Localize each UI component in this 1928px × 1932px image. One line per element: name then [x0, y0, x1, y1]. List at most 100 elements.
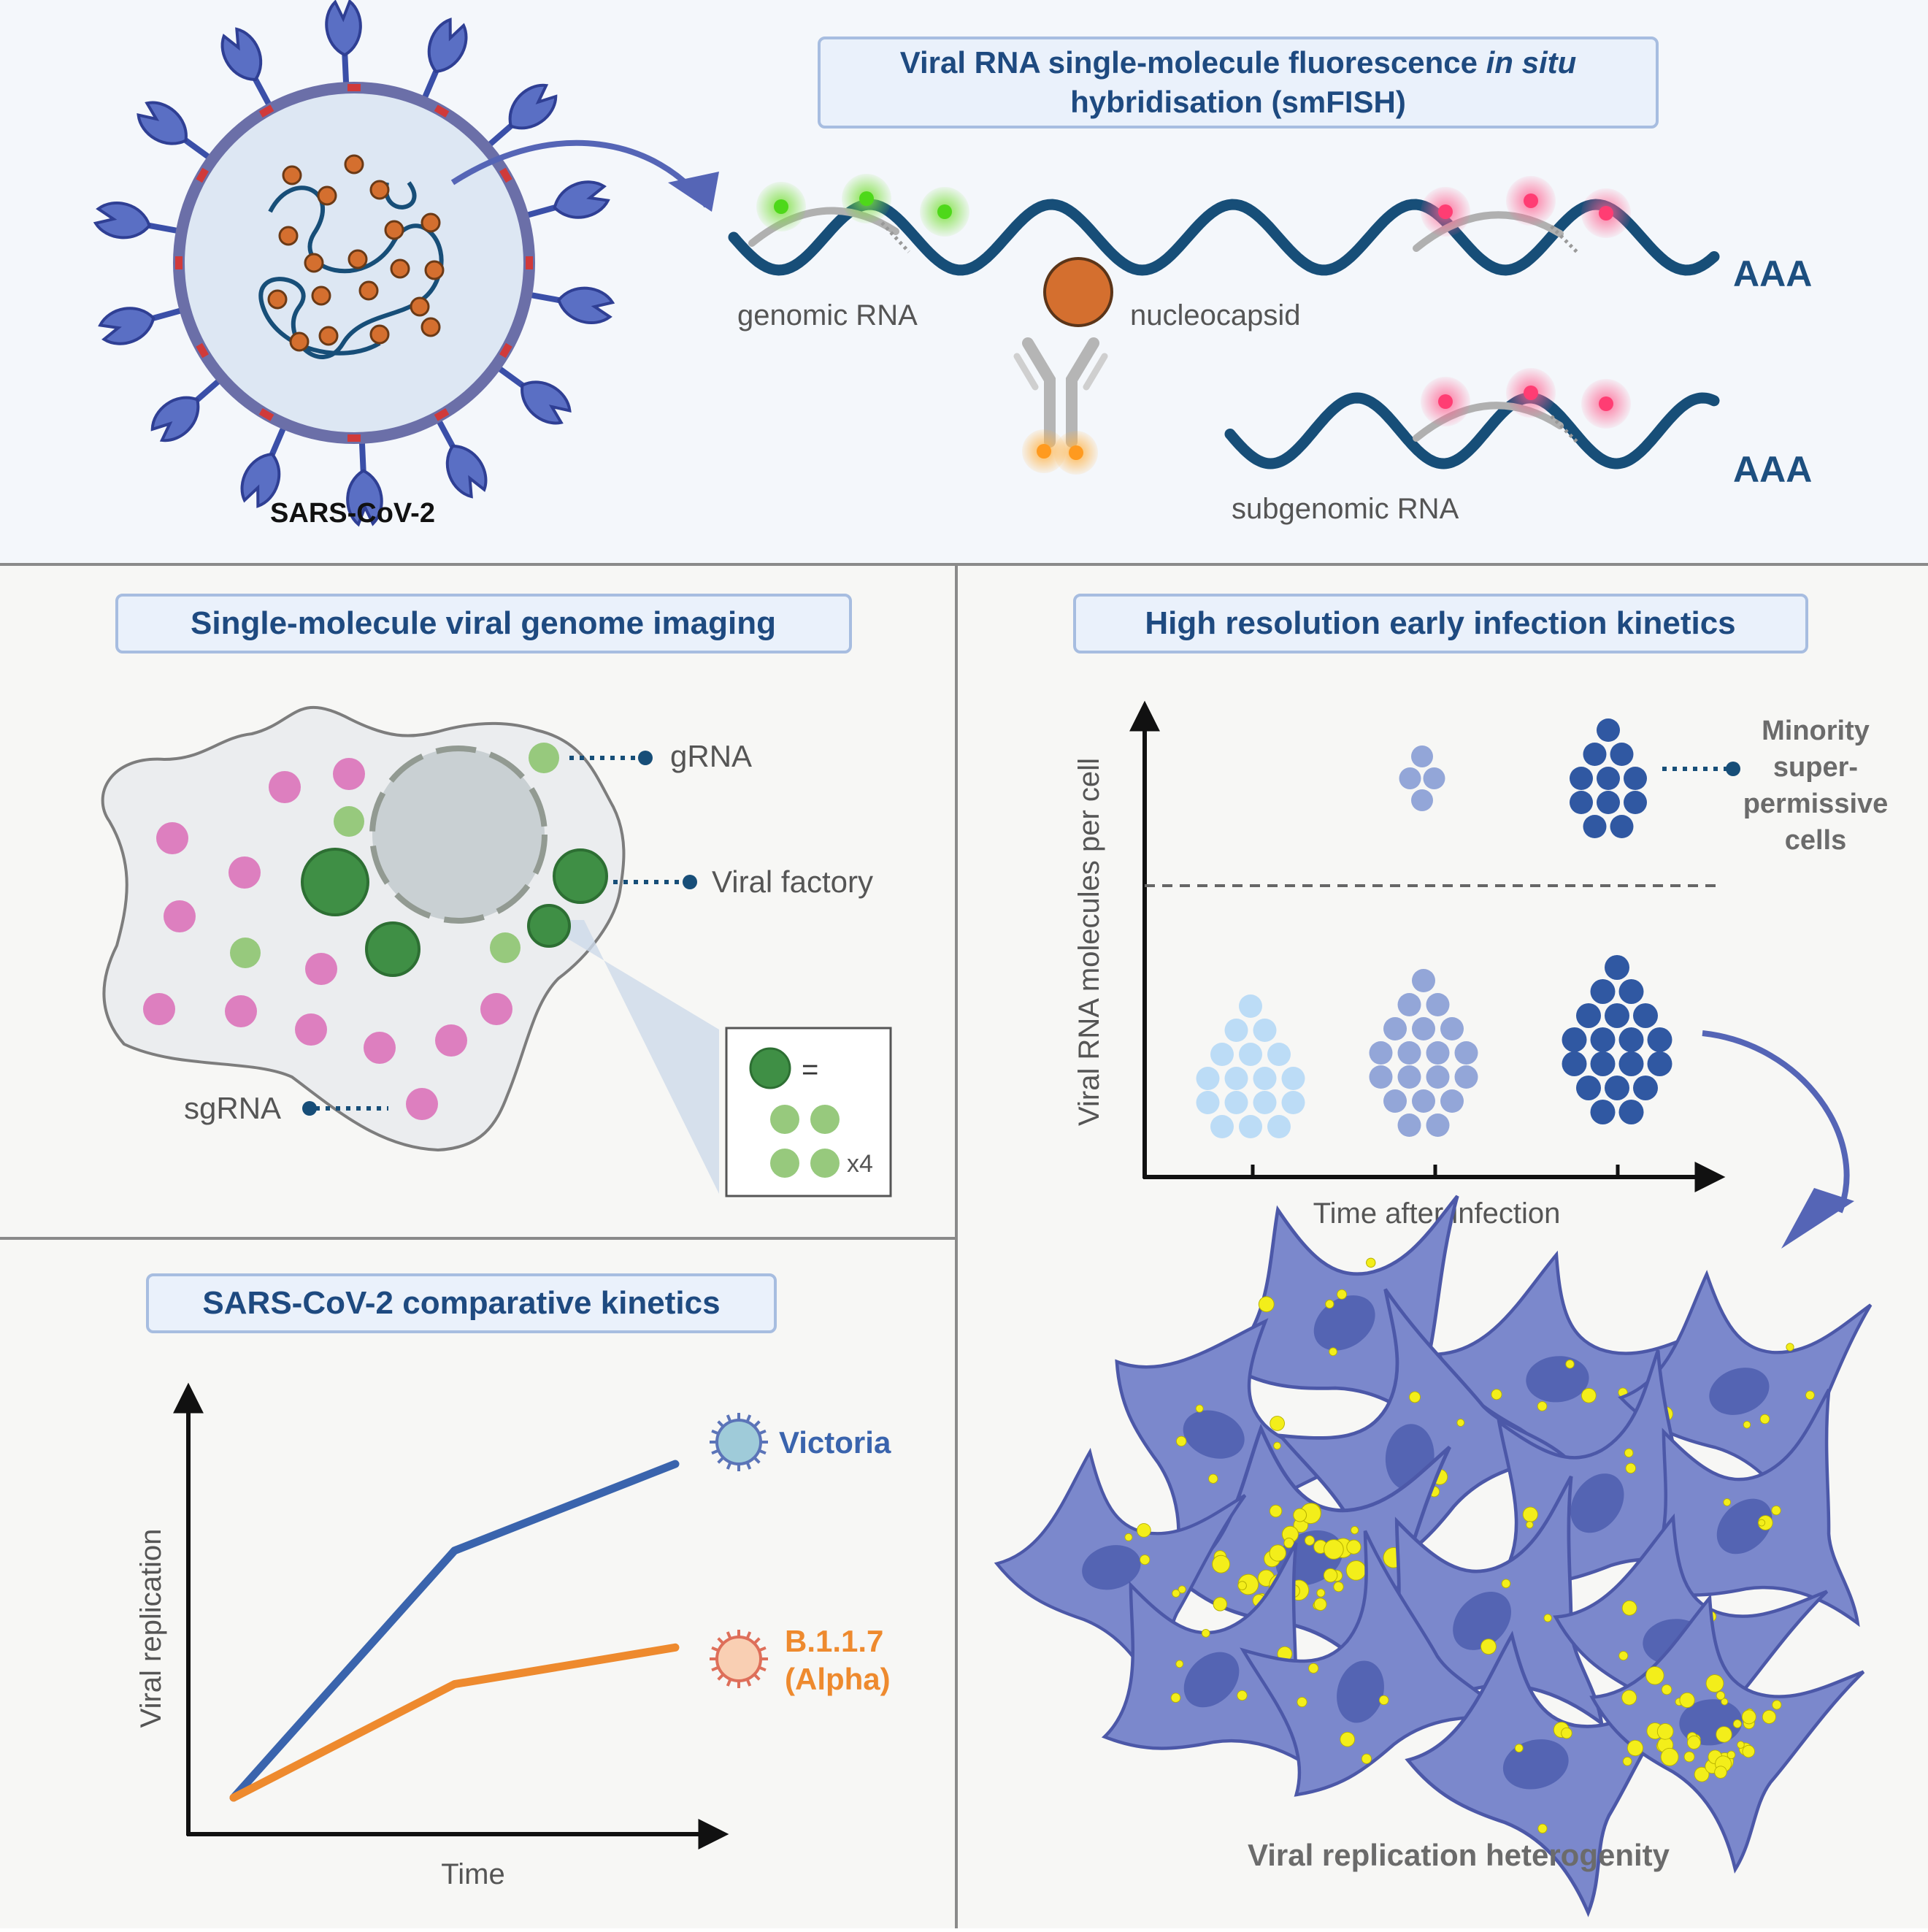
- legend-grna-dot: [770, 1149, 799, 1178]
- sgrna-dot: [333, 758, 365, 790]
- rna-molecule: [1455, 1065, 1478, 1089]
- smfish-title: Viral RNA single-molecule fluorescence i…: [900, 45, 1577, 80]
- viral-rna-spot: [1786, 1343, 1794, 1351]
- nucleocapsid-bead: [422, 318, 439, 336]
- victoria-virus-icon: [710, 1413, 768, 1471]
- rna-molecule: [1597, 791, 1620, 814]
- viral-rna-spot: [1140, 1555, 1150, 1565]
- polya-tail-subgenomic: AAA: [1733, 449, 1812, 490]
- rna-molecule: [1633, 1076, 1658, 1100]
- virus-label: SARS-CoV-2: [270, 498, 435, 529]
- pink-probe-core: [1599, 396, 1613, 411]
- nucleocapsid-bead: [291, 333, 308, 350]
- rna-molecule: [1424, 767, 1445, 789]
- polya-tail-genomic: AAA: [1733, 253, 1812, 294]
- viral-factory-dot: [554, 850, 607, 902]
- kinetics-title: High resolution early infection kinetics: [1145, 605, 1735, 641]
- rna-molecule: [1570, 767, 1593, 790]
- sgrna-dot: [156, 822, 188, 854]
- nucleocapsid-protein: [1045, 258, 1112, 326]
- rna-molecule: [1440, 1089, 1464, 1113]
- sgrna-dot: [269, 771, 301, 803]
- viral-factory-dot: [366, 923, 419, 975]
- rna-molecule: [1440, 1017, 1464, 1040]
- rna-molecule: [1576, 1076, 1601, 1100]
- viral-factory-label: Viral factory: [712, 865, 873, 899]
- nucleus: [372, 748, 545, 921]
- viral-rna-spot: [1805, 1390, 1815, 1400]
- micro-envelope: [717, 1420, 761, 1464]
- rna-molecule: [1225, 1067, 1248, 1090]
- grna-dot: [529, 743, 559, 773]
- legend-equals: =: [802, 1054, 818, 1086]
- comparative-x-label: Time: [441, 1858, 504, 1890]
- nucleocapsid-bead: [269, 291, 286, 308]
- rna-molecule: [1426, 1113, 1450, 1137]
- rna-molecule: [1398, 1113, 1421, 1137]
- rna-molecule: [1570, 791, 1593, 814]
- alpha-legend-label-line2: (Alpha): [785, 1662, 891, 1696]
- grna-label: gRNA: [670, 739, 752, 773]
- viral-rna-spot: [1562, 1728, 1572, 1739]
- rna-molecule: [1583, 743, 1607, 766]
- minority-label-line1: Minority: [1762, 716, 1870, 746]
- legend-grna-dot: [810, 1105, 840, 1134]
- rna-molecule: [1619, 1027, 1644, 1052]
- viral-rna-spot: [1125, 1533, 1132, 1541]
- alpha-legend-label-line1: B.1.1.7: [785, 1624, 883, 1658]
- membrane-protein: [526, 256, 533, 269]
- viral-rna-spot: [1137, 1524, 1151, 1538]
- rna-molecule: [1383, 1089, 1407, 1113]
- rna-molecule: [1398, 1041, 1421, 1065]
- membrane-protein: [175, 256, 183, 269]
- rna-molecule: [1398, 993, 1421, 1016]
- nucleocapsid-bead: [283, 166, 301, 184]
- rna-molecule: [1648, 1051, 1672, 1076]
- kinetics-y-label: Viral RNA molecules per cell: [1073, 758, 1105, 1126]
- membrane-protein: [347, 84, 361, 91]
- nucleocapsid-bead: [349, 250, 366, 268]
- rna-molecule: [1412, 1017, 1435, 1040]
- rna-molecule: [1412, 969, 1435, 992]
- rna-molecule: [1426, 1065, 1450, 1089]
- minority-leader-dot: [1726, 762, 1740, 776]
- nucleocapsid-bead: [391, 260, 409, 277]
- rna-molecule: [1267, 1043, 1291, 1066]
- rna-molecule: [1583, 815, 1607, 838]
- rna-molecule: [1239, 1043, 1262, 1066]
- rna-molecule: [1624, 767, 1647, 790]
- rna-molecule: [1197, 1067, 1220, 1090]
- micro-envelope: [717, 1637, 761, 1681]
- rna-molecule: [1591, 1100, 1616, 1124]
- genomic-rna-label: genomic RNA: [737, 299, 918, 331]
- sgrna-dot: [164, 900, 196, 932]
- membrane-protein: [347, 434, 361, 442]
- rna-molecule: [1225, 1091, 1248, 1114]
- sgrna-dot: [143, 993, 175, 1025]
- smfish-title-line2: hybridisation (smFISH): [1070, 85, 1406, 119]
- viral-rna-spot: [1743, 1421, 1751, 1428]
- smfish-title-line1: Viral RNA single-molecule fluorescence: [900, 45, 1478, 80]
- nucleocapsid-bead: [411, 298, 429, 315]
- legend-factory-dot: [750, 1049, 790, 1088]
- sgrna-dot: [435, 1024, 467, 1057]
- grna-dot: [490, 932, 521, 963]
- viral-rna-spot: [1172, 1590, 1180, 1597]
- rna-molecule: [1210, 1043, 1234, 1066]
- rna-molecule: [1597, 718, 1620, 742]
- sgrna-dot: [225, 995, 257, 1027]
- green-probe-core: [937, 204, 952, 219]
- viral-rna-spot: [1538, 1824, 1547, 1833]
- smfish-title-italic: in situ: [1486, 45, 1577, 80]
- nucleocapsid-bead: [280, 227, 297, 245]
- rna-molecule: [1398, 1065, 1421, 1089]
- rna-molecule: [1253, 1019, 1277, 1042]
- comparative-y-label: Viral replication: [135, 1529, 167, 1728]
- nucleocapsid-bead: [320, 327, 337, 345]
- alpha-virus-icon: [710, 1630, 768, 1688]
- rna-molecule: [1426, 993, 1450, 1016]
- rna-molecule: [1605, 1003, 1629, 1028]
- sgrna-leader-dot: [302, 1101, 317, 1116]
